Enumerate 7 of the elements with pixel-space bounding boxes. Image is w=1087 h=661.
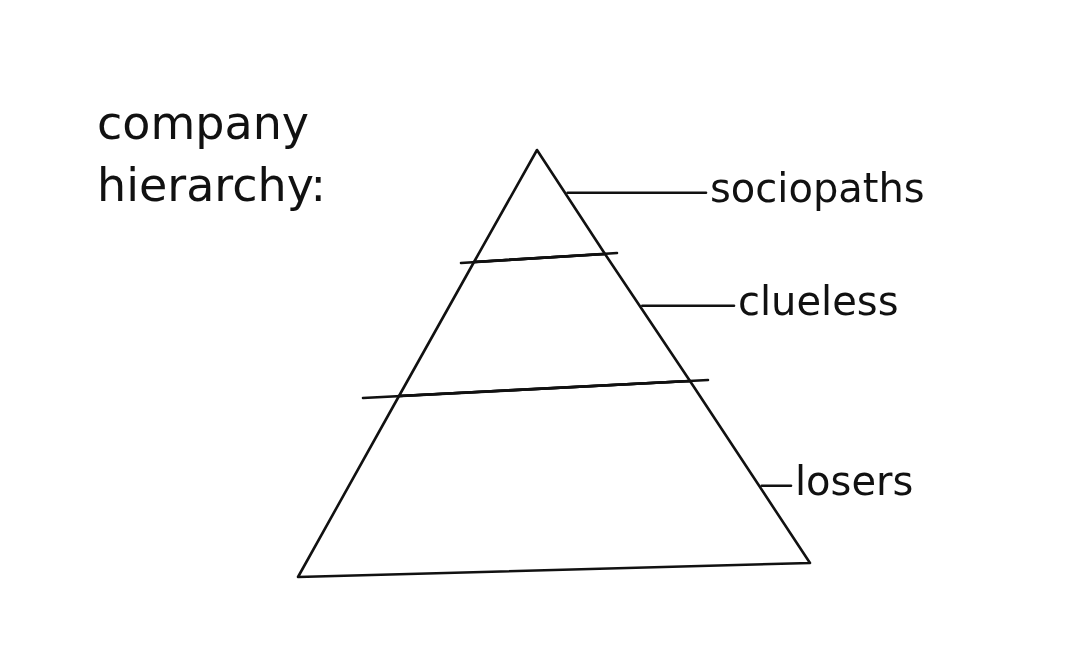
layer-label: clueless bbox=[738, 277, 899, 325]
leader-line bbox=[760, 484, 793, 488]
layer-label: sociopaths bbox=[710, 164, 925, 212]
leader-line bbox=[641, 304, 736, 308]
title: company hierarchy: bbox=[97, 95, 328, 214]
layer-label: losers bbox=[795, 457, 914, 505]
leader-line bbox=[566, 191, 708, 195]
